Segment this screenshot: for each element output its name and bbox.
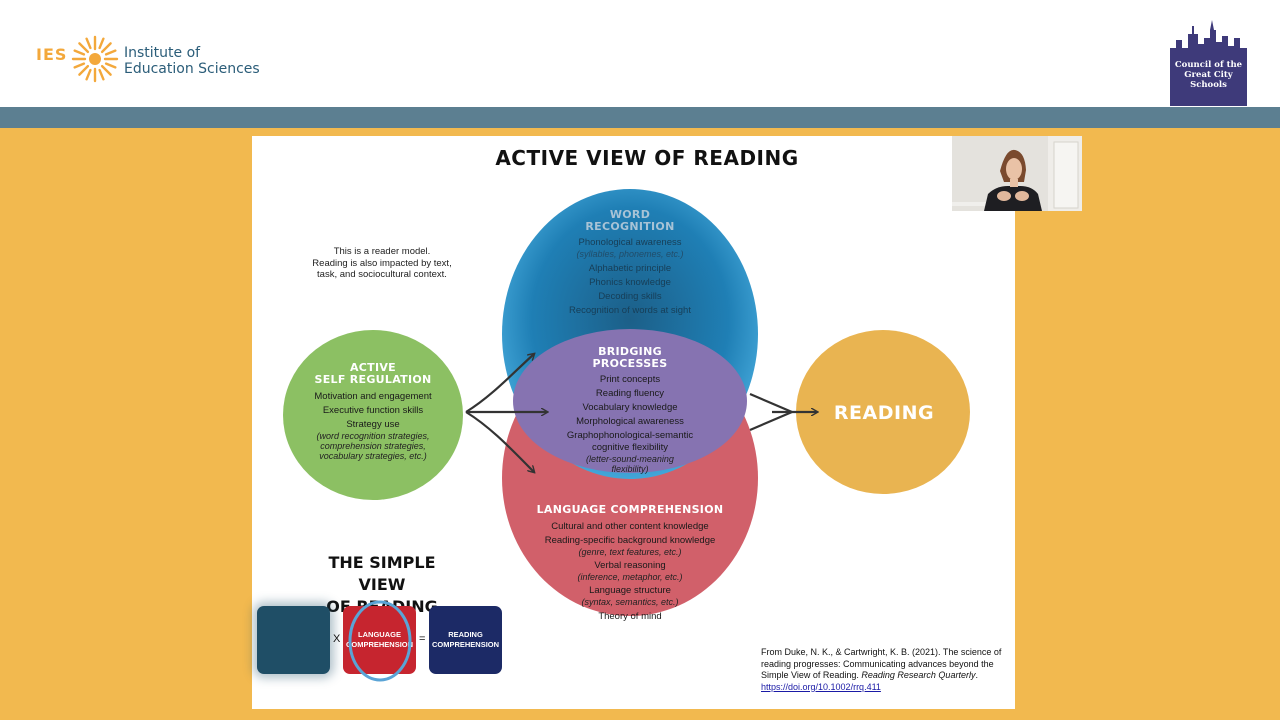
divider-stripe	[0, 107, 1280, 128]
equals-operator: =	[419, 633, 426, 645]
language-item: Theory of mind	[598, 611, 662, 622]
ies-name: Institute of Education Sciences	[124, 45, 260, 77]
citation-text: From Duke, N. K., & Cartwright, K. B. (2…	[761, 647, 1002, 680]
word-recognition-note: (syllables, phonemes, etc.)	[576, 249, 684, 259]
self-regulation-circle	[283, 330, 463, 500]
language-item: Cultural and other content knowledge	[551, 521, 709, 532]
highlight-circle	[348, 600, 412, 682]
language-note: (genre, text features, etc.)	[578, 547, 682, 557]
self-regulation-note: comprehension strategies,	[320, 441, 426, 451]
rc-box-label: READING COMPREHENSION	[429, 630, 502, 650]
ies-abbr: IES	[36, 45, 68, 64]
word-recognition-item: Phonological awareness	[578, 237, 682, 248]
reading-diagram	[283, 189, 970, 616]
self-regulation-item: Motivation and engagement	[314, 391, 432, 402]
self-regulation-note: (word recognition strategies,	[316, 431, 430, 441]
lc-box-line: COMPREHENSION	[345, 640, 414, 649]
note-line: task, and sociocultural context.	[317, 269, 447, 280]
slide-title: ACTIVE VIEW OF READING	[495, 146, 799, 170]
bridging-heading: PROCESSES	[592, 357, 668, 370]
word-recognition-item: Recognition of words at sight	[569, 305, 691, 316]
bridging-note: flexibility)	[611, 464, 649, 474]
language-item: Language structure	[589, 585, 671, 596]
cgcs-name: Council of the Great City Schools	[1170, 60, 1247, 90]
bridging-item: Vocabulary knowledge	[582, 402, 678, 413]
citation-journal: Reading Research Quarterly	[861, 670, 976, 680]
ies-name-line2: Education Sciences	[124, 61, 260, 77]
cgcs-logo: Council of the Great City Schools	[1170, 18, 1247, 106]
ies-name-line1: Institute of	[124, 45, 201, 61]
language-heading: LANGUAGE COMPREHENSION	[536, 503, 724, 516]
rc-box-line: COMPREHENSION	[431, 640, 500, 649]
bridging-heading: BRIDGING	[598, 345, 662, 358]
word-recognition-item: Decoding skills	[598, 291, 662, 302]
self-regulation-item: Strategy use	[346, 419, 400, 430]
reading-label: READING	[833, 402, 935, 424]
bridging-processes-circle	[513, 329, 747, 473]
presenter-video-icon	[952, 136, 1082, 211]
note-line: Reading is also impacted by text,	[312, 257, 452, 269]
word-recognition-box	[257, 606, 330, 674]
reading-circle	[796, 330, 970, 494]
word-recognition-item: Phonics knowledge	[589, 277, 671, 288]
ies-logo: IES Institute	[36, 34, 276, 90]
city-skyline-icon	[1170, 20, 1247, 106]
citation-sep: .	[975, 670, 978, 680]
self-regulation-text: ACTIVE SELF REGULATION Motivation and en…	[273, 361, 473, 462]
self-regulation-heading: ACTIVE	[349, 361, 396, 374]
reading-comprehension-box: READING COMPREHENSION	[429, 606, 502, 674]
language-item: Verbal reasoning	[594, 560, 666, 571]
presenter-webcam	[952, 136, 1082, 211]
cgcs-name-line1: Council of the	[1174, 60, 1243, 70]
note-line: This is a reader model.	[333, 246, 431, 257]
language-comprehension-text: LANGUAGE COMPREHENSION Cultural and othe…	[510, 504, 750, 623]
self-regulation-note: vocabulary strategies, etc.)	[319, 451, 427, 461]
bridging-item: Morphological awareness	[576, 416, 684, 427]
citation: From Duke, N. K., & Cartwright, K. B. (2…	[761, 647, 1011, 693]
word-recognition-heading: RECOGNITION	[585, 220, 675, 233]
bridging-item: Print concepts	[599, 374, 661, 385]
arrows	[465, 354, 817, 472]
bridging-processes-text: BRIDGING PROCESSES Print concepts Readin…	[530, 345, 730, 475]
word-recognition-heading: WORD	[609, 208, 651, 221]
header-bar: IES Institute	[0, 0, 1280, 107]
language-item: Reading-specific background knowledge	[544, 535, 716, 546]
language-note: (syntax, semantics, etc.)	[581, 597, 679, 607]
language-note: (inference, metaphor, etc.)	[577, 572, 683, 582]
simple-view-title-line: THE SIMPLE VIEW	[328, 553, 436, 594]
bridging-item: cognitive flexibility	[591, 442, 669, 453]
reader-model-note: This is a reader model. Reading is also …	[292, 246, 472, 281]
doi-link[interactable]: https://doi.org/10.1002/rrq.411	[761, 681, 881, 692]
presentation-slide: ACTIVE VIEW OF READING This is a reader …	[252, 136, 1015, 709]
times-operator: X	[333, 633, 341, 645]
self-regulation-item: Executive function skills	[322, 405, 424, 416]
bridging-item: Graphophonological-semantic	[566, 430, 694, 441]
self-regulation-heading: SELF REGULATION	[314, 373, 432, 386]
sun-burst-icon	[71, 35, 119, 83]
rc-box-line: READING	[448, 630, 483, 639]
bridging-note: (letter-sound-meaning	[586, 454, 674, 464]
lc-box-line: LANGUAGE	[358, 630, 401, 639]
lc-box-label: LANGUAGE COMPREHENSION	[343, 630, 416, 650]
bridging-item: Reading fluency	[595, 388, 665, 399]
cgcs-name-line2: Great City Schools	[1184, 70, 1233, 90]
word-recognition-item: Alphabetic principle	[588, 263, 672, 274]
word-recognition-text: WORD RECOGNITION Phonological awareness …	[530, 209, 730, 317]
